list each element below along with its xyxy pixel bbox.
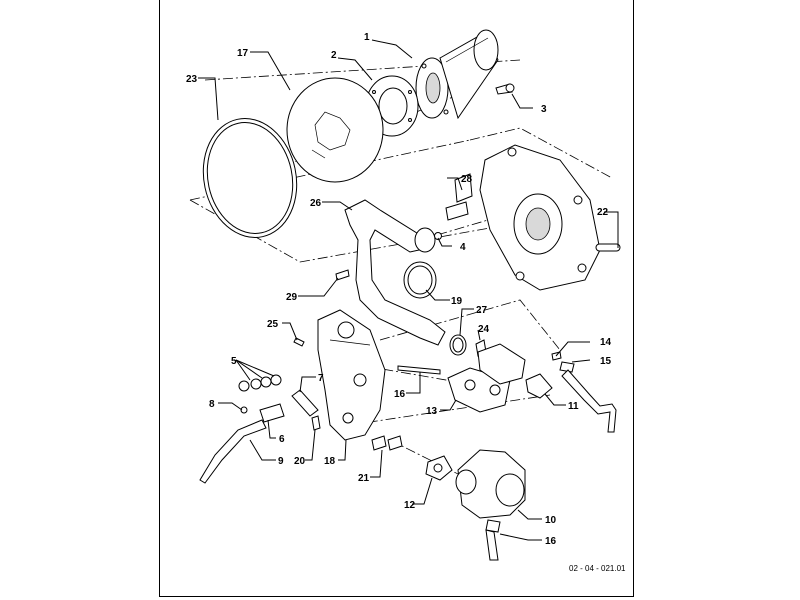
leader-lines (198, 39, 619, 541)
part-27-ring (449, 334, 467, 356)
callout-27: 27 (476, 305, 488, 316)
part-5-washers (238, 374, 282, 392)
callout-3: 3 (541, 104, 547, 115)
callout-20: 20 (294, 456, 306, 467)
callout-10: 10 (545, 515, 557, 526)
part-26-pipe (344, 199, 446, 346)
callout-22: 22 (597, 207, 609, 218)
drawing-frame (159, 0, 634, 597)
callout-21: 21 (358, 473, 370, 484)
callout-17: 17 (237, 48, 249, 59)
callout-12: 12 (404, 500, 416, 511)
callout-24: 24 (478, 324, 490, 335)
part-29-screw (335, 269, 350, 281)
part-20-screw (311, 415, 321, 431)
callout-4: 4 (460, 242, 466, 253)
part-18-body (317, 309, 386, 441)
part-8-screw (240, 406, 248, 414)
callout-2: 2 (331, 50, 337, 61)
part-10-motor (455, 449, 526, 519)
part-23-oring (202, 118, 298, 238)
part-7-clip (291, 389, 319, 417)
callout-8: 8 (209, 399, 215, 410)
housing-casting (479, 144, 601, 291)
part-19-ring (403, 261, 437, 299)
part-13-valve-block (447, 343, 526, 413)
callout-13: 13 (426, 406, 438, 417)
part-21-clips (371, 435, 403, 451)
callout-16-upper: 16 (394, 389, 406, 400)
callout-9: 9 (278, 456, 284, 467)
callout-11: 11 (568, 401, 579, 412)
callout-29: 29 (286, 292, 298, 303)
callout-25: 25 (267, 319, 279, 330)
part-16-cable-lower (485, 519, 501, 561)
part-6-bracket (259, 403, 285, 423)
callout-5: 5 (231, 356, 237, 367)
callout-19: 19 (451, 296, 463, 307)
part-9-cable (199, 419, 267, 484)
part-22-loop (595, 243, 621, 252)
callout-14: 14 (600, 337, 612, 348)
callout-26: 26 (310, 198, 322, 209)
part-12-gasket (425, 455, 453, 481)
callout-18: 18 (324, 456, 336, 467)
callout-1: 1 (364, 32, 370, 43)
part-16-probe-upper (397, 365, 441, 375)
callout-labels: 1 2 3 23 17 28 26 22 4 29 19 27 24 25 14… (186, 32, 612, 547)
callout-6: 6 (279, 434, 285, 445)
callout-7: 7 (318, 373, 324, 384)
bent-tube (561, 369, 617, 433)
callout-28: 28 (461, 174, 473, 185)
part-25-screw (293, 337, 305, 347)
part-11-flange (525, 373, 553, 399)
part-17-disc (286, 77, 384, 183)
part-15-fitting (559, 361, 575, 373)
callout-23: 23 (186, 74, 198, 85)
part-3-screw (495, 83, 515, 95)
callout-16-lower: 16 (545, 536, 557, 547)
part-1-tube-flange (415, 29, 499, 120)
callout-15: 15 (600, 356, 612, 367)
drawing-reference: 02 - 04 - 021.01 (569, 564, 626, 573)
